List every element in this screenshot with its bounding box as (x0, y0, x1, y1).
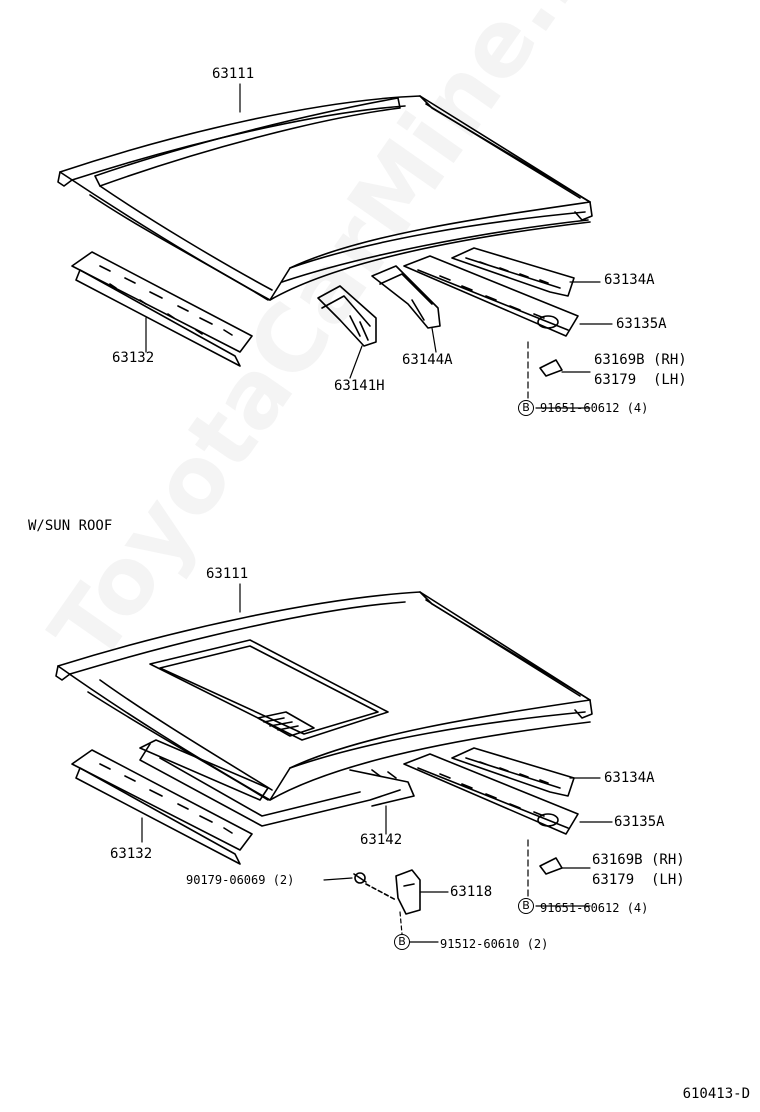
front-header-top (71, 251, 253, 367)
label-bolt-bottom: 91651-60612 (4) (540, 901, 649, 915)
rh-lh-plate-top (539, 359, 563, 377)
label-roof-panel-bottom: 63111 (206, 566, 249, 582)
bolt-marker-top: B (518, 400, 534, 416)
bracket-63141h (317, 285, 377, 347)
side-rail-63134a-bottom (451, 747, 575, 797)
label-sunroof-frame: 63142 (360, 832, 403, 848)
label-rail-a-bottom: 63134A (604, 770, 655, 786)
rh-lh-plate-bottom (539, 857, 563, 875)
label-front-header-top: 63132 (112, 350, 155, 366)
bracket-63144a (371, 265, 441, 329)
side-rail-63135a-top (403, 255, 579, 337)
label-roof-panel-top: 63111 (212, 66, 255, 82)
label-bracket-bolt: 91512-60610 (2) (440, 937, 549, 951)
label-bolt-top: 91651-60612 (4) (540, 401, 649, 415)
label-bracket-1: 63141H (334, 378, 385, 394)
bolt-marker-bottom: B (518, 898, 534, 914)
clip-and-bracket (353, 869, 421, 915)
label-lh-bottom: 63179 (LH) (592, 872, 685, 888)
bolt-marker-bracket: B (394, 934, 410, 950)
label-rh-top: 63169B (RH) (594, 352, 687, 368)
label-bracket-2: 63144A (402, 352, 453, 368)
label-rh-bottom: 63169B (RH) (592, 852, 685, 868)
label-rail-a-top: 63134A (604, 272, 655, 288)
section-label: W/SUN ROOF (28, 518, 113, 534)
label-lh-top: 63179 (LH) (594, 372, 687, 388)
roof-panel-top (57, 95, 593, 301)
diagram-code: 610413-D (682, 1086, 750, 1102)
side-rail-63134a-top (451, 247, 575, 297)
leader-lines (141, 83, 613, 943)
side-rail-63135a-bottom (403, 753, 579, 835)
label-front-header-bottom: 63132 (110, 846, 153, 862)
label-bracket: 63118 (450, 884, 493, 900)
sunroof-frame (139, 739, 415, 827)
label-rail-b-top: 63135A (616, 316, 667, 332)
front-header-bottom (71, 749, 253, 865)
label-rail-b-bottom: 63135A (614, 814, 665, 830)
label-clip: 90179-06069 (2) (186, 873, 295, 887)
roof-panel-bottom (55, 591, 593, 801)
